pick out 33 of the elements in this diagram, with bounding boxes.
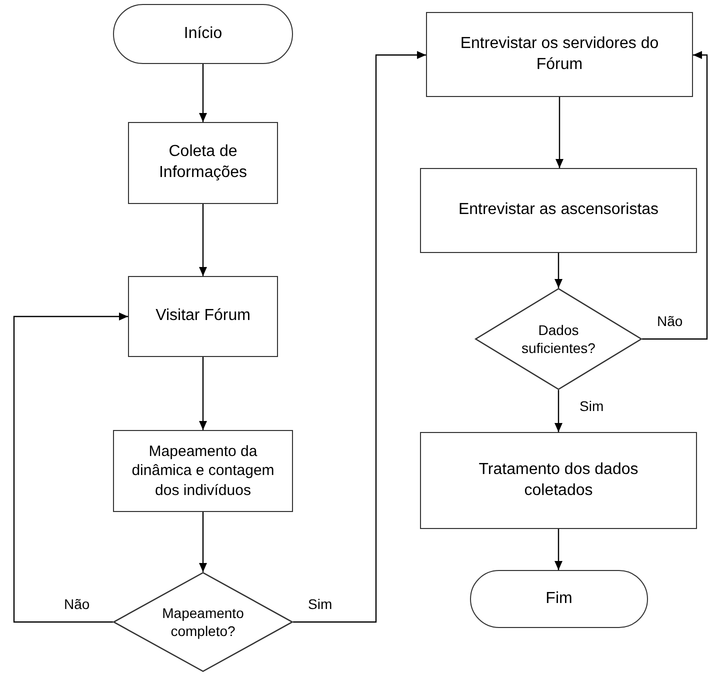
decision-diamond	[475, 288, 642, 390]
arrow	[199, 204, 207, 276]
arrow	[199, 64, 207, 122]
edge-label: Não	[63, 596, 91, 612]
node-text: Entrevistar as ascensoristas	[457, 200, 660, 220]
process-box	[128, 122, 278, 204]
arrow	[554, 253, 562, 288]
process-box	[420, 168, 697, 253]
process-box	[113, 430, 293, 512]
arrow	[199, 512, 207, 572]
edge-label: Não	[656, 313, 684, 329]
node-text: Visitar Fórum	[154, 306, 252, 326]
edge-label: Sim	[307, 596, 334, 612]
process-box	[420, 432, 697, 529]
node-text: Coleta de Informações	[158, 142, 248, 183]
node-text: Início	[182, 24, 224, 44]
arrow	[554, 529, 562, 570]
edge-label: Sim	[578, 398, 605, 414]
arrow	[556, 97, 564, 168]
node-text: Tratamento dos dados coletados	[478, 460, 640, 500]
node-text: Fim	[544, 588, 574, 609]
node-text: Dados suficientes?	[520, 320, 596, 358]
process-box	[426, 12, 693, 97]
decision-diamond	[113, 572, 293, 672]
arrow	[554, 390, 562, 432]
arrow	[642, 51, 708, 340]
node-text: Entrevistar os servidores do Fórum	[459, 34, 660, 74]
node-text: Mapeamento completo?	[161, 604, 245, 640]
arrow	[13, 312, 128, 623]
node-text: Mapeamento da dinâmica e contagem dos indivíduos	[130, 442, 276, 500]
arrow	[293, 51, 426, 623]
arrow	[199, 357, 207, 430]
process-box	[128, 276, 278, 357]
